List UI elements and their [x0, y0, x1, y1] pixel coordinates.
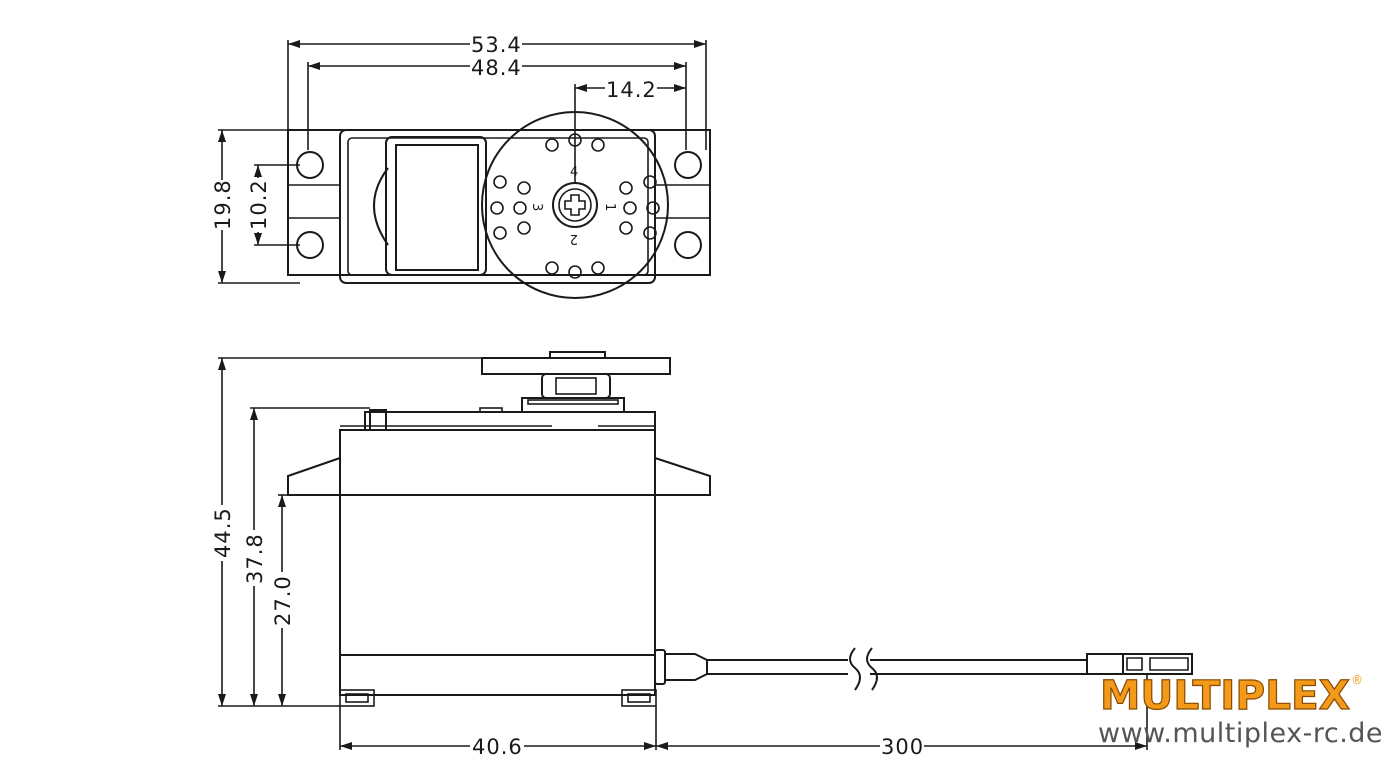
dim-cable-length: 300 — [881, 735, 924, 759]
side-view-top-case — [339, 429, 656, 496]
dim-height-outer: 19.8 — [211, 179, 235, 230]
dim-width-outer: 53.4 — [471, 33, 522, 57]
screw-icon — [564, 194, 586, 216]
side-view-main-case — [339, 494, 656, 656]
output-shaft-icon — [552, 182, 598, 228]
dim-side-height-mount: 27.0 — [271, 575, 295, 626]
side-view — [287, 351, 1193, 707]
dim-side-height-total: 44.5 — [211, 507, 235, 558]
side-view-bottom-cap — [339, 654, 656, 696]
dim-height-holes: 10.2 — [247, 179, 271, 230]
side-view-horn — [481, 357, 671, 375]
dim-side-height-case: 37.8 — [243, 533, 267, 584]
horn-label-right: 1 — [602, 203, 617, 211]
registered-mark: ® — [1351, 673, 1362, 687]
side-view-mount-ears — [287, 457, 711, 496]
servo-connector — [1086, 653, 1124, 675]
cable-break-icon — [849, 647, 878, 691]
multiplex-logo: MULTIPLEX ® — [1100, 672, 1362, 712]
horn-label-left: 3 — [529, 203, 544, 211]
dim-side-width: 40.6 — [472, 735, 523, 759]
website-url: www.multiplex-rc.de — [1098, 718, 1384, 749]
mounting-hole-icon — [296, 151, 702, 259]
dim-width-holes: 48.4 — [471, 56, 522, 80]
top-view-case — [339, 129, 656, 284]
top-view: 4 3 1 2 — [287, 111, 711, 299]
top-view-label-window — [385, 136, 487, 276]
horn-label-bottom: 2 — [570, 231, 578, 246]
dim-shaft-offset: 14.2 — [606, 78, 657, 102]
side-view-dimensions: 44.5 37.8 27.0 40.6 300 — [211, 357, 1148, 759]
top-view-dimensions: 53.4 48.4 14.2 19.8 10.2 — [211, 32, 707, 284]
logo-text: MULTIPLEX — [1100, 673, 1350, 712]
horn-label-top: 4 — [570, 165, 578, 180]
